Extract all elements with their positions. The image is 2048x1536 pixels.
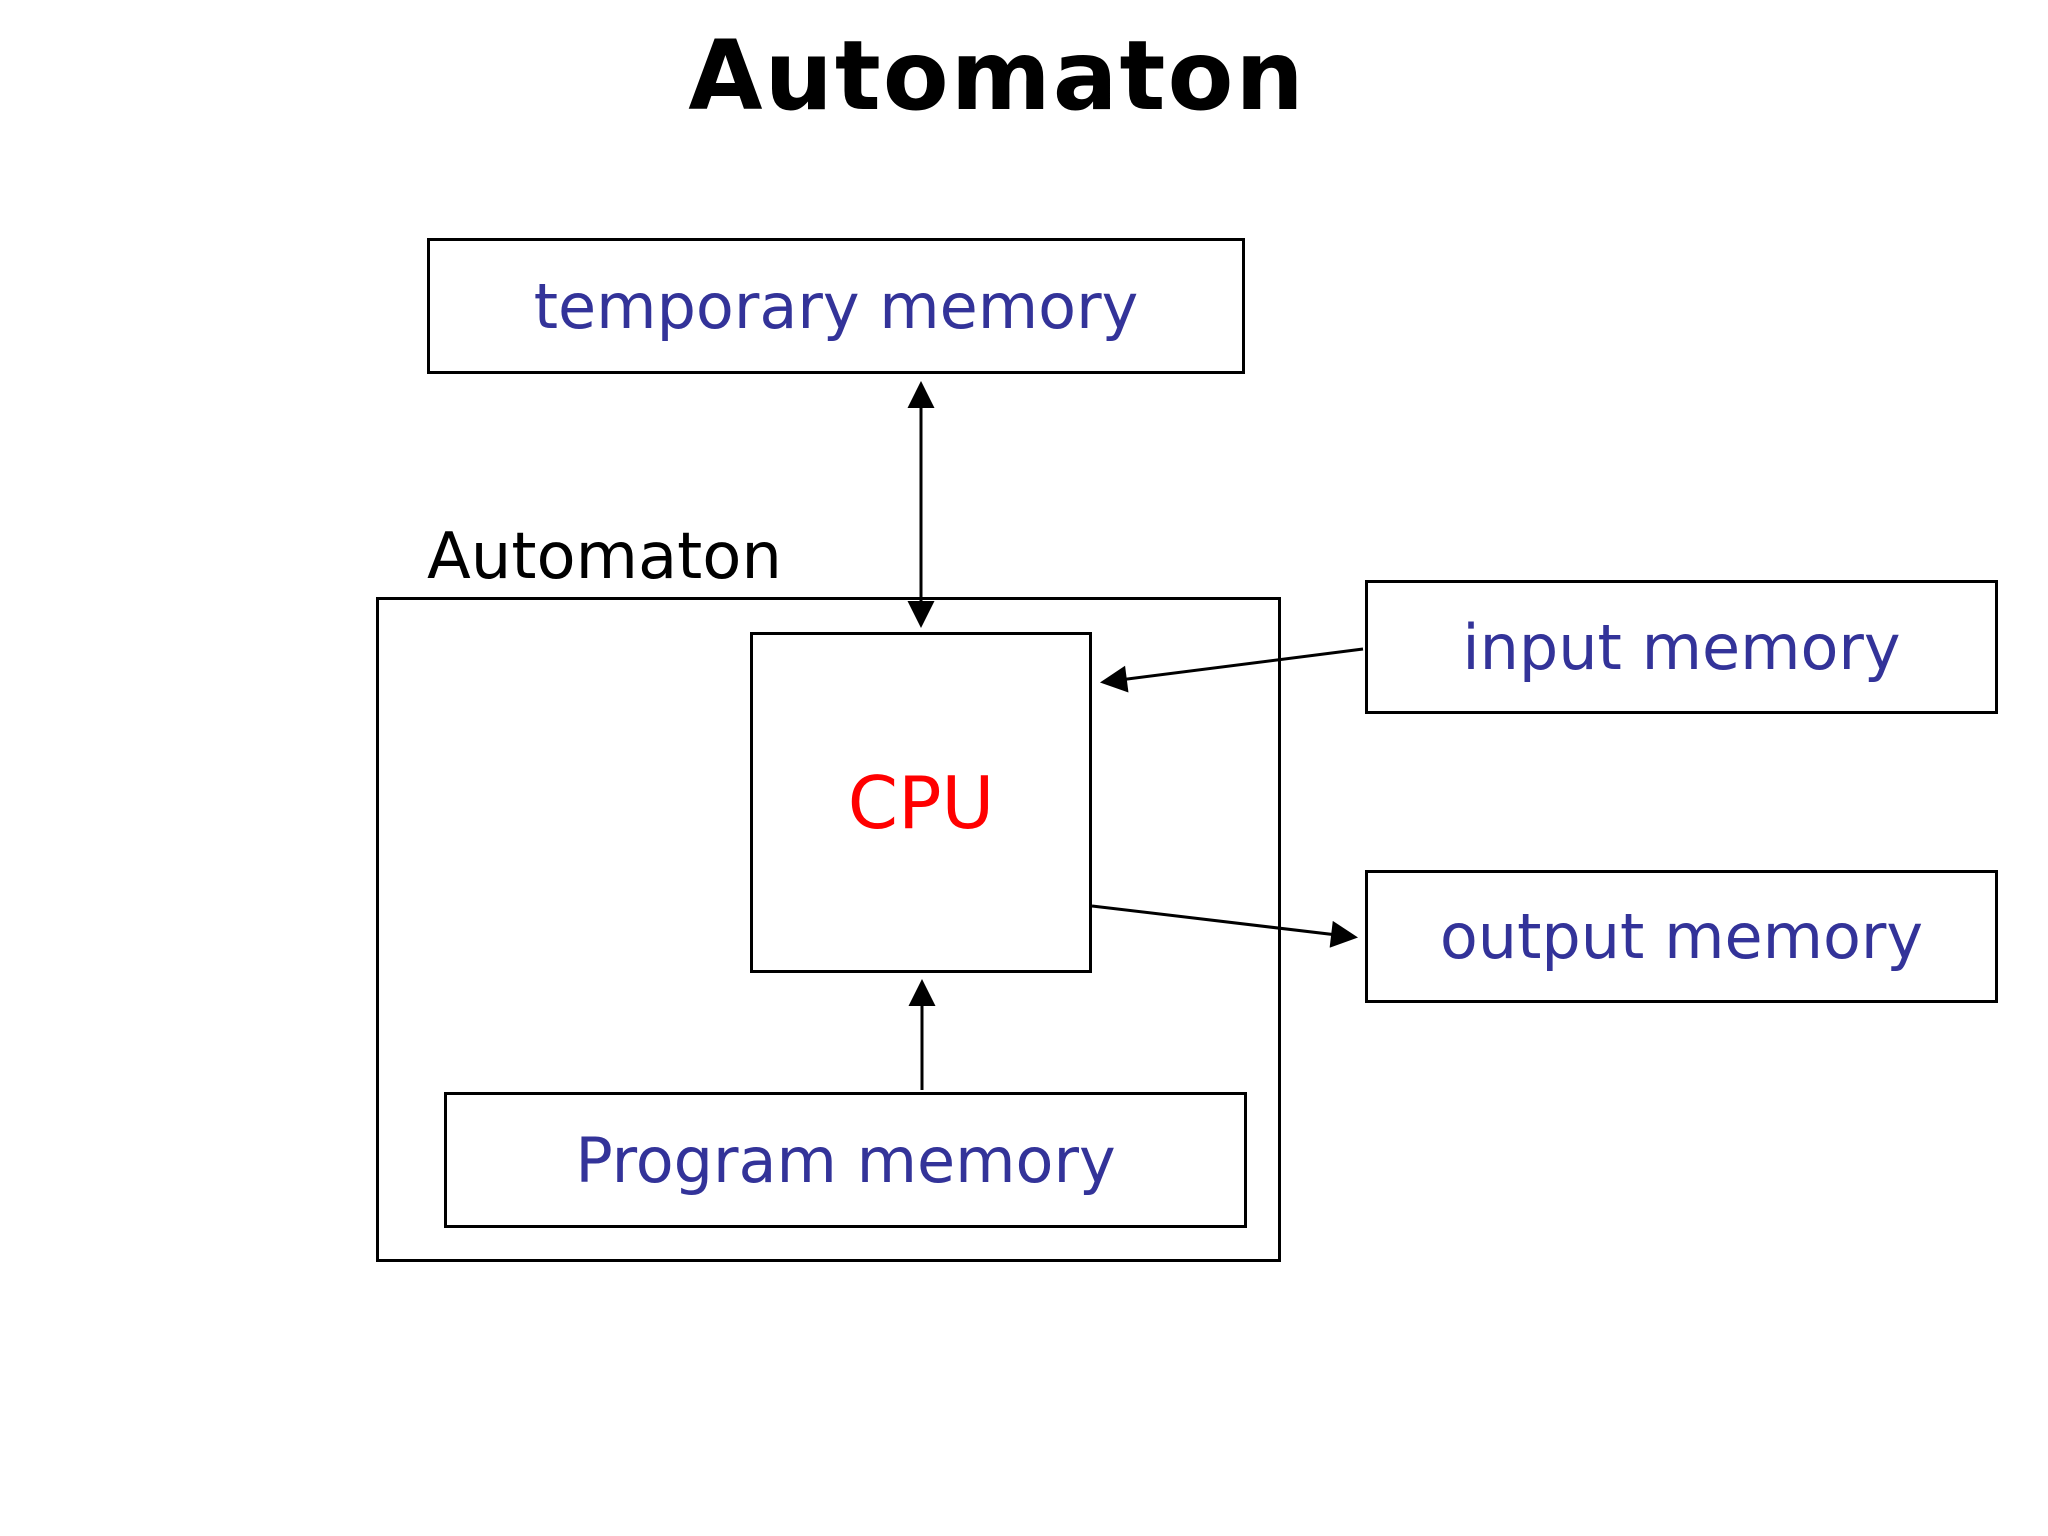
program-memory-label: Program memory xyxy=(575,1123,1116,1197)
cpu-box: CPU xyxy=(750,632,1092,973)
input-memory-label: input memory xyxy=(1462,610,1901,684)
automaton-outer-label: Automaton xyxy=(427,520,782,594)
cpu-label: CPU xyxy=(847,760,995,845)
slide-title: Automaton xyxy=(688,20,1306,132)
temporary-memory-box: temporary memory xyxy=(427,238,1245,374)
program-memory-box: Program memory xyxy=(444,1092,1247,1228)
input-memory-box: input memory xyxy=(1365,580,1998,714)
output-memory-box: output memory xyxy=(1365,870,1998,1003)
temporary-memory-label: temporary memory xyxy=(533,269,1139,343)
output-memory-label: output memory xyxy=(1439,900,1924,973)
